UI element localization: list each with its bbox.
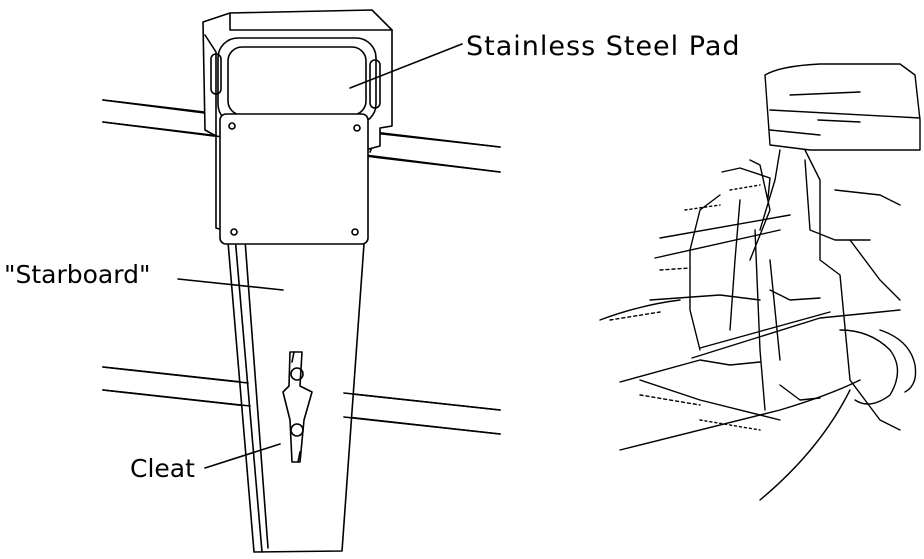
cleat (282, 351, 313, 463)
starboard-leader-line (177, 278, 284, 291)
stainless-steel-pad (202, 9, 393, 245)
cleat-leader-line (204, 443, 281, 469)
cleat-label: Cleat (130, 454, 195, 483)
stainless-steel-pad-label: Stainless Steel Pad (466, 31, 741, 62)
pad-leader-line (349, 43, 463, 89)
starboard-label: "Starboard" (4, 260, 151, 289)
outboard-motor-illustration (599, 63, 921, 501)
